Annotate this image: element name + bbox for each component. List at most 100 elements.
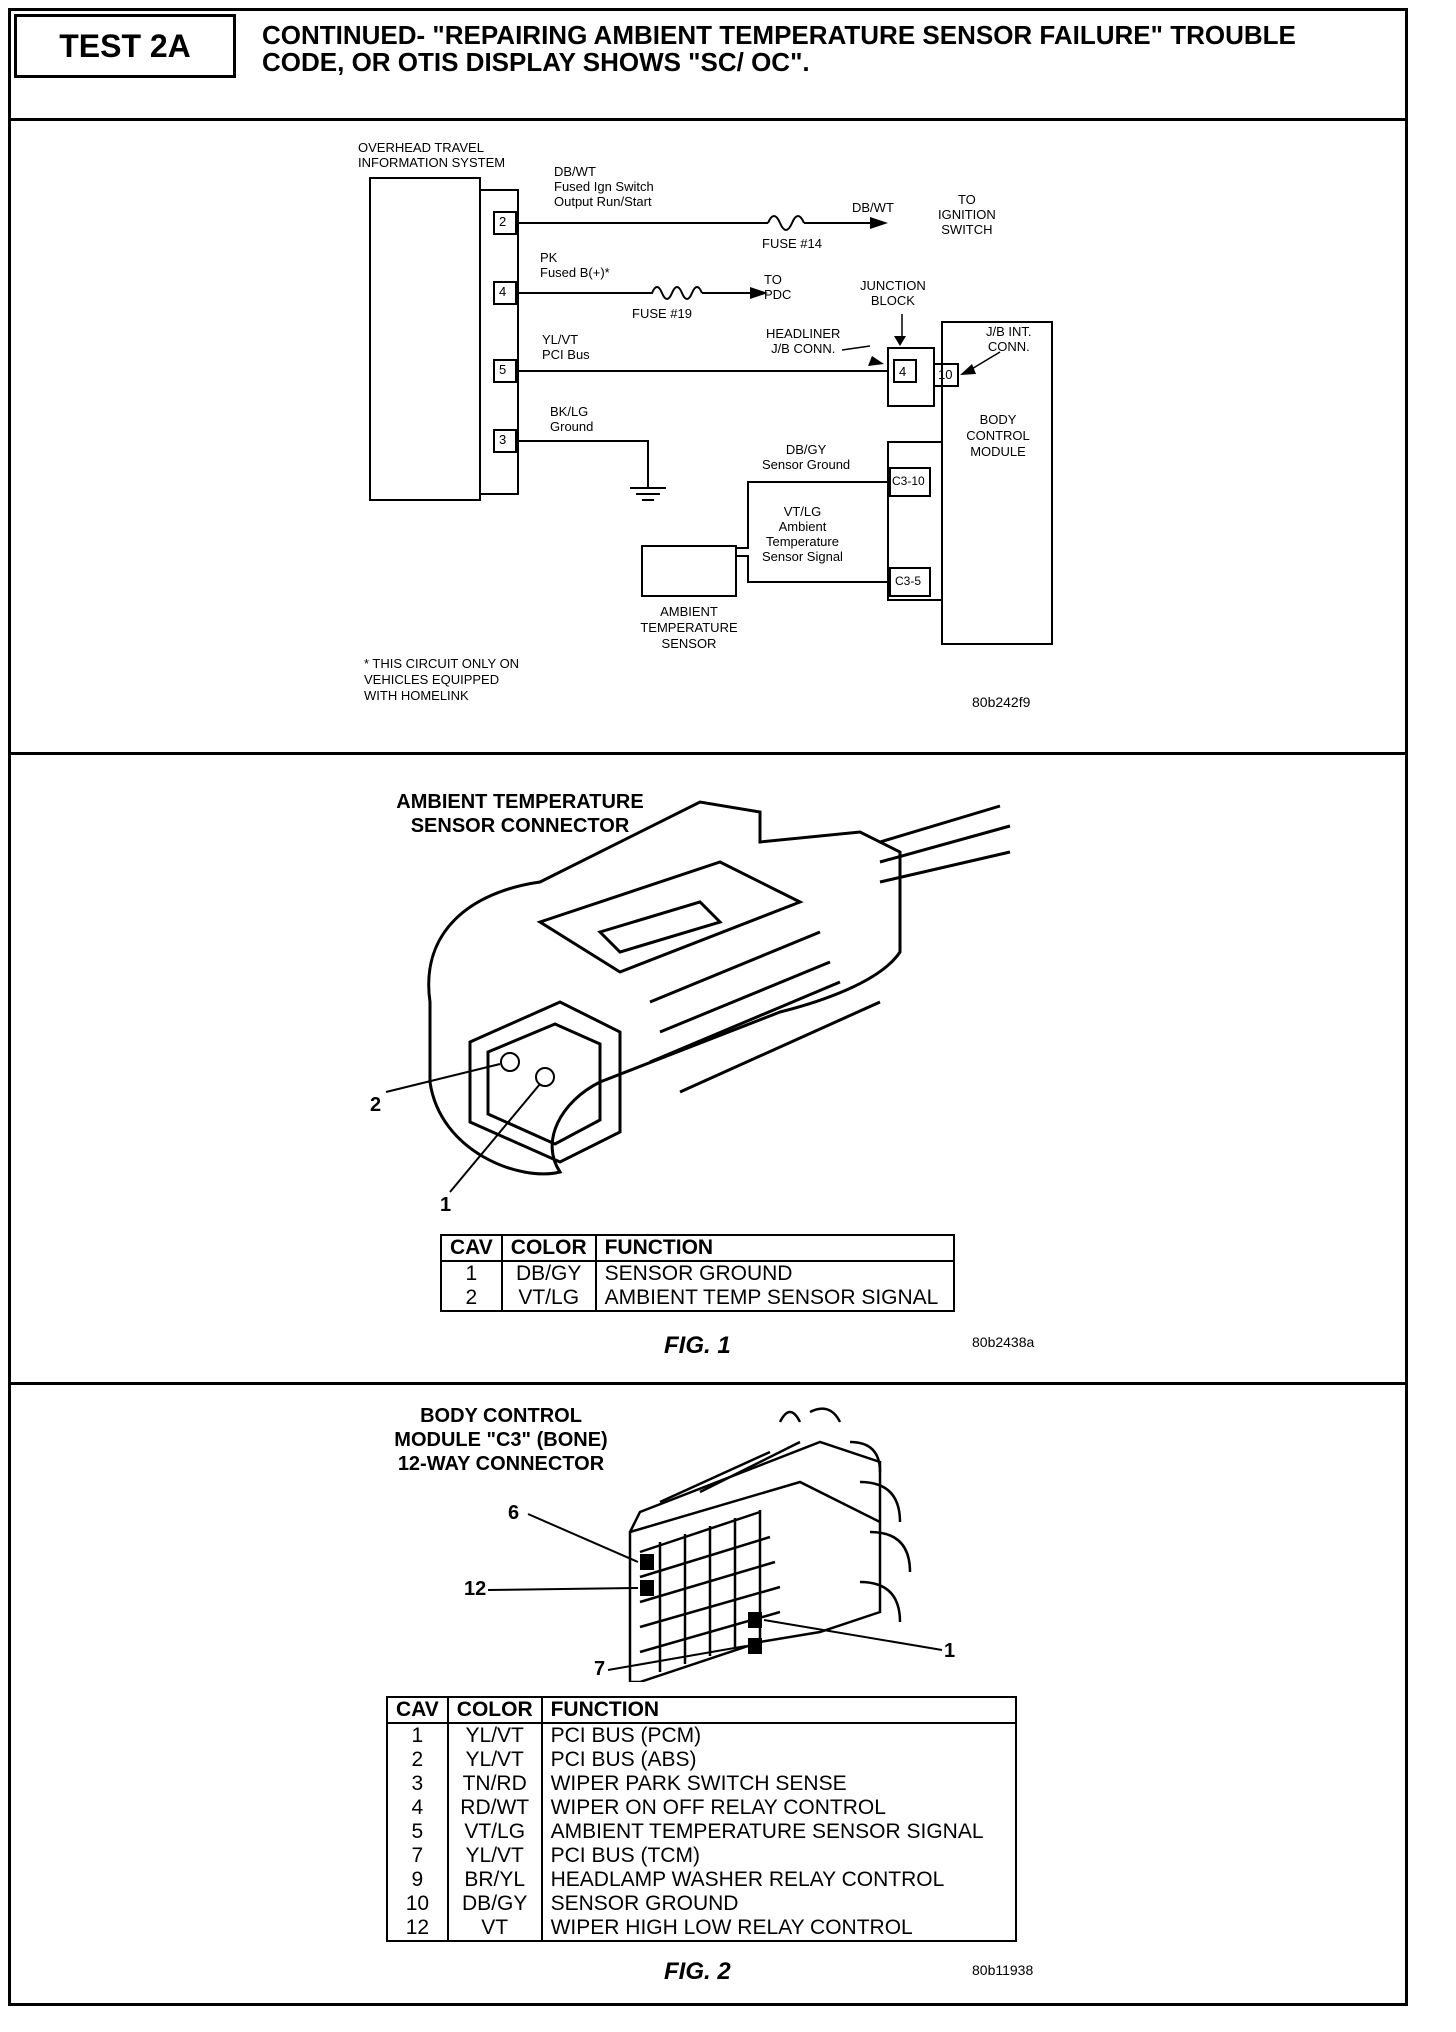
fig1-callout-2: 2 — [370, 1094, 382, 1116]
cell-color: BR/YL — [446, 1868, 543, 1892]
pin-label-5: 5 — [499, 362, 507, 377]
cell-cav: 2 — [386, 1748, 449, 1772]
fig2-col-color: COLOR — [446, 1696, 543, 1724]
fig1-face-inner — [486, 1022, 602, 1146]
cell-function: WIPER ON OFF RELAY CONTROL — [540, 1796, 1017, 1820]
homelink-note: * THIS CIRCUIT ONLY ON VEHICLES EQUIPPED… — [364, 656, 520, 703]
cell-color: TN/RD — [446, 1772, 543, 1796]
jb-int-pin-10-label: 10 — [938, 367, 953, 382]
fig2-col-cav: CAV — [386, 1696, 449, 1724]
cell-function: SENSOR GROUND — [594, 1261, 955, 1286]
cell-function: PCI BUS (PCM) — [540, 1723, 1017, 1748]
wire-db-gy-sensor-ground — [736, 481, 890, 549]
section-divider-2 — [8, 1382, 1408, 1385]
otis-connector-body — [479, 189, 519, 495]
bcm-c3-connector — [887, 441, 943, 601]
fig2-connector-drawing — [487, 1407, 943, 1682]
wire-label-pk: PK Fused B(+)* — [540, 250, 610, 280]
cell-cav: 1 — [386, 1723, 449, 1748]
fig1-caption: FIG. 1 — [664, 1332, 731, 1359]
cell-function: PCI BUS (TCM) — [540, 1844, 1017, 1868]
wiring-diagram — [369, 177, 1053, 645]
cell-cav: 9 — [386, 1868, 449, 1892]
cell-cav: 5 — [386, 1820, 449, 1844]
cell-color: VT — [446, 1916, 543, 1942]
cell-color: YL/VT — [446, 1723, 543, 1748]
fig1-ribs — [649, 930, 841, 1064]
bcm-pin-c3-10-label: C3-10 — [892, 474, 925, 488]
arrow-to-pdc — [750, 287, 768, 299]
fig1-col-cav: CAV — [440, 1234, 503, 1262]
jb-pin-4-label: 4 — [899, 364, 907, 379]
cell-function: WIPER HIGH LOW RELAY CONTROL — [540, 1916, 1017, 1942]
fig2-callout-7: 7 — [594, 1658, 606, 1680]
cell-function: AMBIENT TEMPERATURE SENSOR SIGNAL — [540, 1820, 1017, 1844]
cell-function: SENSOR GROUND — [540, 1892, 1017, 1916]
jb-pin-4-box — [893, 359, 917, 383]
otis-pin-2 — [493, 211, 517, 235]
fig1-title: AMBIENT TEMPERATURE SENSOR CONNECTOR — [396, 791, 644, 837]
fig1-code: 80b2438a — [972, 1334, 1035, 1350]
fig2-table-header: CAV COLOR FUNCTION — [386, 1696, 1017, 1724]
wire-db-wt — [518, 215, 870, 231]
cell-cav: 7 — [386, 1844, 449, 1868]
fuse-19-label: FUSE #19 — [632, 306, 692, 321]
fig2-callout-6: 6 — [508, 1502, 520, 1524]
to-pdc-label: TO PDC — [764, 272, 792, 302]
diagram-code: 80b242f9 — [972, 694, 1031, 710]
cell-color: RD/WT — [446, 1796, 543, 1820]
headliner-label: HEADLINER J/B CONN. — [766, 326, 841, 356]
fig2-col-function: FUNCTION — [540, 1696, 1017, 1724]
fig1-connector-drawing — [385, 800, 1011, 1193]
fig1-callout-1: 1 — [440, 1194, 452, 1216]
cell-cav: 10 — [386, 1892, 449, 1916]
fig2-callout-12: 12 — [464, 1578, 487, 1600]
fuse-14-label: FUSE #14 — [762, 236, 822, 251]
test-id-box: TEST 2A — [14, 14, 236, 78]
fig1-cavity-2 — [500, 1052, 520, 1072]
fig2-connector-body — [628, 1480, 882, 1682]
fig2-latch — [659, 1440, 801, 1504]
fig1-col-function: FUNCTION — [594, 1234, 955, 1262]
fig1-lock-tab — [536, 860, 804, 974]
cell-function: AMBIENT TEMP SENSOR SIGNAL — [594, 1286, 955, 1312]
page-frame — [8, 8, 1408, 2006]
fig1-lock-slot — [597, 900, 723, 954]
pin-label-2: 2 — [499, 214, 507, 229]
cell-cav: 1 — [440, 1261, 503, 1286]
cell-function: HEADLAMP WASHER RELAY CONTROL — [540, 1868, 1017, 1892]
wire-label-db-wt-2: DB/WT — [852, 200, 894, 215]
page-title: CONTINUED- "REPAIRING AMBIENT TEMPERATUR… — [262, 20, 1296, 77]
arrow-to-ignition — [870, 217, 888, 229]
cell-cav: 12 — [386, 1916, 449, 1942]
cell-color: VT/LG — [500, 1286, 597, 1312]
fig2-caption: FIG. 2 — [664, 1958, 731, 1985]
cell-cav: 2 — [440, 1286, 503, 1312]
cell-color: VT/LG — [446, 1820, 543, 1844]
section-divider-1 — [8, 752, 1408, 755]
fig2-code: 80b11938 — [972, 1962, 1034, 1978]
wire-label-db-wt: DB/WT Fused Ign Switch Output Run/Start — [554, 164, 654, 209]
cell-color: YL/VT — [446, 1748, 543, 1772]
fig2-leader-1 — [763, 1619, 943, 1651]
fig2-terminals — [778, 1407, 912, 1623]
cell-color: DB/GY — [446, 1892, 543, 1916]
cell-function: WIPER PARK SWITCH SENSE — [540, 1772, 1017, 1796]
wire-bk-lg-ground — [518, 440, 666, 501]
cell-cav: 4 — [386, 1796, 449, 1820]
arrow-headliner — [868, 356, 884, 366]
fig2-cavity-7 — [748, 1638, 762, 1654]
fig1-slot — [679, 1000, 881, 1094]
fig2-leader-7 — [607, 1645, 747, 1671]
cell-color: DB/GY — [500, 1261, 597, 1286]
